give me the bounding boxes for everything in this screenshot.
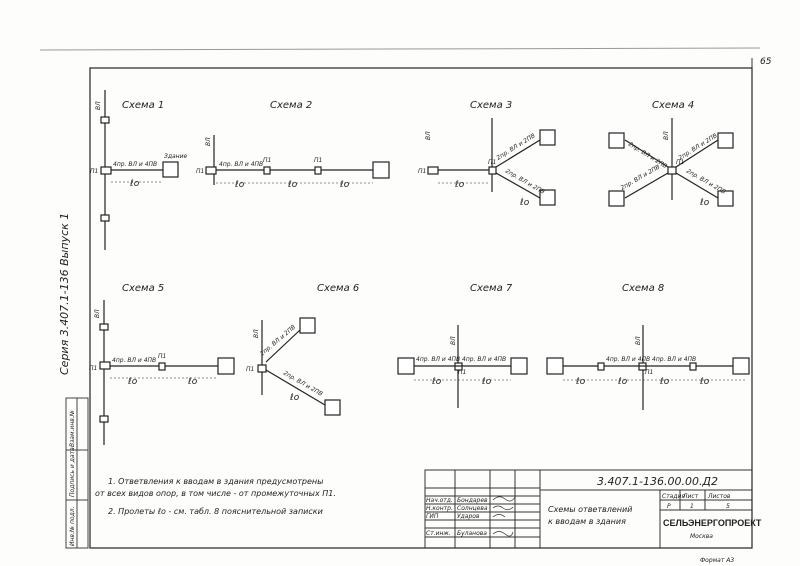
s3-p1: П1	[418, 168, 426, 175]
s2-p1: П1	[196, 168, 204, 175]
role-2: Н.контр.	[426, 505, 453, 512]
s2-p1c: П1	[314, 157, 322, 164]
s4-wire-ul: 2пр. ВЛ и 2ПВ	[627, 141, 668, 170]
name-2: Солнцева	[457, 505, 488, 512]
note-1b: от всех видов опор, в том числе - от про…	[95, 489, 336, 498]
sheet-value: 1	[690, 503, 694, 510]
title-block	[424, 469, 753, 549]
s8-wire-l: 4пр. ВЛ и 4ПВ	[606, 356, 650, 363]
s7-p1: П1	[458, 369, 466, 376]
scheme-7-title: Схема 7	[470, 283, 513, 294]
s6-p1: П1	[246, 366, 254, 373]
s1-l0: ℓo	[129, 179, 140, 189]
s3-p1b: П1	[488, 159, 496, 166]
scheme-4-title: Схема 4	[652, 100, 694, 111]
name-3: Ударов	[457, 513, 480, 520]
scheme-2-title: Схема 2	[270, 100, 312, 111]
s5-wire: 4пр. ВЛ и 4ПВ	[112, 357, 156, 364]
s8-l0c: ℓo	[659, 377, 670, 387]
s8-p1: П1	[645, 369, 653, 376]
s2-l0c: ℓo	[339, 180, 350, 190]
s7-vl: ВЛ	[450, 336, 457, 345]
format-label: Формат А3	[700, 557, 734, 564]
note-1a: 1. Ответвления к вводам в здания предусм…	[108, 477, 323, 486]
stage-value: Р	[667, 503, 671, 510]
s5-vl: ВЛ	[94, 309, 101, 318]
s4-vl: ВЛ	[663, 131, 670, 140]
scheme-8-title: Схема 8	[622, 283, 664, 294]
name-1: Бондарев	[457, 497, 488, 504]
doc-code: 3.407.1-136.00.00.Д2	[597, 475, 718, 488]
s1-p1: П1	[90, 168, 98, 175]
s4-p1: П1	[676, 159, 684, 166]
s3-l0: ℓo	[454, 180, 465, 190]
sheet-header: Лист	[682, 493, 699, 500]
s3-wire-up: 2пр. ВЛ и 2ПВ	[495, 132, 536, 161]
signatures	[492, 496, 516, 537]
sheets-value: 5	[726, 503, 730, 510]
s1-vl: ВЛ	[95, 101, 102, 110]
doc-name-2: к вводам в здания	[548, 517, 626, 526]
s3-l0b: ℓo	[519, 198, 530, 208]
s2-wire: 4пр. ВЛ и 4ПВ	[219, 161, 263, 168]
s7-wire-l: 4пр. ВЛ и 4ПВ	[416, 356, 460, 363]
s4-wire-ur: 2пр. ВЛ и 2ПВ	[677, 132, 718, 161]
s1-zdanie: Здание	[164, 153, 187, 160]
side-stamp-sign: Подпись и дата	[69, 447, 76, 497]
s2-l0a: ℓo	[234, 180, 245, 190]
page-number: 65	[760, 57, 772, 67]
s2-vl: ВЛ	[205, 137, 212, 146]
sheet-top-edge	[39, 47, 761, 51]
series-label: Серия 3.407.1-136 Выпуск 1	[58, 213, 71, 375]
role-5: Ст.инж.	[426, 530, 451, 537]
scheme-3-title: Схема 3	[470, 100, 512, 111]
s6-l0: ℓo	[289, 393, 300, 403]
s7-wire-r: 4пр. ВЛ и 4ПВ	[462, 356, 506, 363]
s8-l0b: ℓo	[617, 377, 628, 387]
s8-vl: ВЛ	[635, 336, 642, 345]
doc-name-1: Схемы ответвлений	[548, 505, 632, 514]
s8-l0a: ℓo	[575, 377, 586, 387]
s5-l0b: ℓo	[187, 377, 198, 387]
s6-vl: ВЛ	[253, 329, 260, 338]
s5-p1: П1	[89, 365, 97, 372]
role-1: Нач.отд.	[426, 497, 453, 504]
name-5: Буланова	[457, 530, 487, 537]
role-3: ГИП	[426, 513, 439, 520]
drawing-frame	[89, 67, 753, 549]
scheme-6-title: Схема 6	[317, 283, 359, 294]
side-stamp-inv: Инв.№ подл.	[69, 506, 76, 546]
s2-l0b: ℓo	[287, 180, 298, 190]
s8-l0d: ℓo	[699, 377, 710, 387]
note-2: 2. Пролеты ℓo - см. табл. 8 пояснительно…	[108, 507, 323, 516]
org-name: СЕЛЬЭНЕРГОПРОЕКТ	[663, 518, 762, 528]
org-city: Москва	[690, 533, 713, 540]
stage-header: Стадия	[662, 493, 685, 500]
s6-wire-up: 2пр. ВЛ и 2ПВ	[259, 324, 297, 358]
s1-wire: 4пр. ВЛ и 4ПВ	[113, 161, 157, 168]
s4-wire-dl: 2пр. ВЛ и 2ПВ	[620, 164, 662, 192]
s3-vl: ВЛ	[425, 131, 432, 140]
s4-l0: ℓo	[699, 198, 710, 208]
side-stamp-replace: Взам.инв.№	[69, 410, 76, 447]
s8-wire-r: 4пр. ВЛ и 4ПВ	[652, 356, 696, 363]
scheme-1-title: Схема 1	[122, 100, 164, 111]
sheets-header: Листов	[707, 493, 731, 500]
s5-l0a: ℓo	[127, 377, 138, 387]
s5-p1b: П1	[158, 353, 166, 360]
s7-l0a: ℓo	[431, 377, 442, 387]
scheme-5-title: Схема 5	[122, 283, 164, 294]
s7-l0b: ℓo	[481, 377, 492, 387]
s2-p1b: П1	[263, 157, 271, 164]
